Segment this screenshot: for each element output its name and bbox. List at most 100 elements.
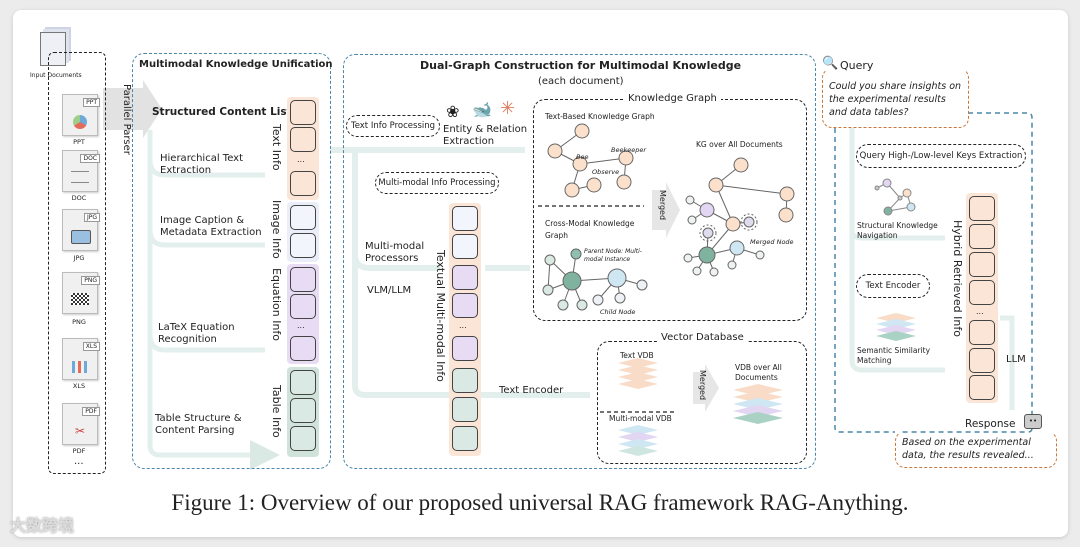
textual-multimodal-strip: ... (449, 203, 481, 456)
kg-merged-label: Merged (658, 190, 667, 221)
table-info-strip (287, 367, 319, 457)
vdb-stacks (618, 313, 916, 456)
table-info-label: Table Info (270, 385, 283, 438)
text-encoder-pill: Text Encoder (856, 274, 930, 298)
content-cell (290, 294, 316, 319)
ellipsis: ... (297, 155, 305, 164)
content-cell (452, 397, 478, 422)
ellipsis: ... (297, 321, 305, 330)
structural-navigation-label: Structural Knowledge Navigation (857, 221, 938, 240)
merged-kg-graph (683, 157, 795, 277)
response-text: Based on the experimental data, the resu… (902, 437, 1034, 461)
document-pdf[interactable]: PDF✂ (62, 403, 100, 445)
structured-content-list-title: Structured Content List (152, 106, 292, 118)
document-ppt[interactable]: PPT (62, 94, 100, 136)
knowledge-graph-title: Knowledge Graph (624, 93, 721, 105)
content-cell (969, 375, 995, 400)
query-label: Query (840, 59, 874, 72)
image-info-label: Image Info (270, 200, 283, 259)
content-cell (969, 348, 995, 373)
multimodal-vdb-stack-icon (618, 425, 658, 456)
document-png[interactable]: PNG (62, 272, 100, 314)
merged-arrows (652, 182, 719, 412)
content-cell (290, 205, 316, 230)
cross-modal-kg-label: Cross-Modal Knowledge Graph (545, 219, 635, 240)
text-info-label: Text Info (270, 124, 283, 171)
keys-extraction-pill: Query High-/Low-level Keys Extraction (856, 144, 1026, 168)
cross-modal-graph (542, 248, 648, 311)
response-box (895, 431, 1057, 468)
dual-graph-title: Dual-Graph Construction for Multimodal K… (420, 59, 742, 72)
figure-caption: Figure 1: Overview of our proposed unive… (171, 490, 909, 515)
text-info-strip: ... (287, 97, 319, 200)
entity-relation-extraction: Entity & Relation Extraction (443, 124, 528, 147)
content-cell (290, 100, 316, 125)
step-hierarchical-text: Hierarchical Text Extraction (160, 153, 244, 176)
claude-spark-icon: ✳ (500, 98, 516, 119)
input-documents-label: Input Documents (30, 72, 82, 79)
content-cell (290, 398, 316, 423)
content-cell (290, 171, 316, 196)
bar-chart-icon (72, 361, 88, 373)
multimodal-info-processing-pill: Multi-modal Info Processing (375, 172, 499, 194)
dual-graph-subtitle: (each document) (538, 76, 624, 87)
document-label: PPT (73, 138, 85, 146)
document-doc[interactable]: DOC (62, 150, 100, 192)
document-jpg[interactable]: JPG (62, 209, 100, 251)
image-icon (71, 230, 91, 244)
parser-arrow (103, 80, 162, 138)
query-text: Could you share insights on the experime… (829, 81, 962, 118)
document-label: DOC (71, 194, 87, 202)
textual-multimodal-info-label: Textual Multi-modal Info (434, 250, 447, 382)
content-cell (969, 320, 995, 345)
content-cell (969, 280, 995, 305)
vdb-over-all-documents-label: VDB over All Documents (735, 363, 782, 382)
content-cell (969, 224, 995, 249)
watermark: 大数跨境 (10, 516, 75, 535)
parent-node-label: Parent Node: Multi-modal Instance (584, 248, 642, 263)
content-cell (290, 233, 316, 258)
content-cell (452, 426, 478, 451)
content-cell (452, 336, 478, 361)
node-beekeeper-label: Beekeeper (611, 146, 647, 154)
text-vdb-label: Text VDB (620, 351, 654, 360)
content-cell (290, 370, 316, 395)
content-cell (452, 234, 478, 259)
unification-arrows (147, 130, 280, 470)
robot-icon: •• (1024, 414, 1042, 429)
text-lines-icon (71, 171, 89, 183)
hybrid-retrieved-info-label: Hybrid Retrieved Info (951, 220, 964, 337)
input-documents-icon (40, 32, 66, 66)
semantic-stack-icon (876, 313, 916, 341)
text-based-kg-label: Text-Based Knowledge Graph (545, 112, 655, 121)
multimodal-vdb-label: Multi-modal VDB (609, 414, 672, 423)
content-cell (290, 426, 316, 451)
pie-chart-icon (73, 115, 87, 129)
edge-observe-label: Observe (592, 168, 620, 176)
input-documents-group (48, 52, 106, 474)
multimodal-knowledge-unification-panel (132, 53, 331, 469)
dual-graph-construction-panel (343, 54, 816, 469)
hybrid-retrieved-strip: ... (966, 193, 998, 403)
vdb-merged-label: Merged (698, 370, 707, 401)
node-bee-label: Bee (576, 153, 589, 161)
knowledge-graph-panel (533, 99, 807, 321)
content-cell (290, 267, 316, 292)
query-box[interactable] (822, 68, 969, 128)
response-label: Response (965, 418, 1016, 430)
deepseek-whale-icon: 🐋 (472, 100, 492, 119)
document-label: PDF (72, 447, 86, 455)
more-documents: ... (74, 456, 84, 467)
all-vdb-stack-icon (733, 384, 783, 424)
document-xls[interactable]: XLS (62, 338, 100, 380)
content-cell (452, 293, 478, 318)
image-info-strip (287, 202, 319, 262)
text-info-processing-pill: Text Info Processing (346, 115, 440, 137)
content-cell (290, 127, 316, 152)
structural-graph-icon (874, 178, 916, 216)
retrieval-arrows (849, 128, 1015, 410)
text-encoder-label: Text Encoder (499, 385, 564, 396)
step-table-structure: Table Structure & Content Parsing (155, 413, 242, 436)
kg-over-all-documents-label: KG over All Documents (696, 140, 783, 149)
